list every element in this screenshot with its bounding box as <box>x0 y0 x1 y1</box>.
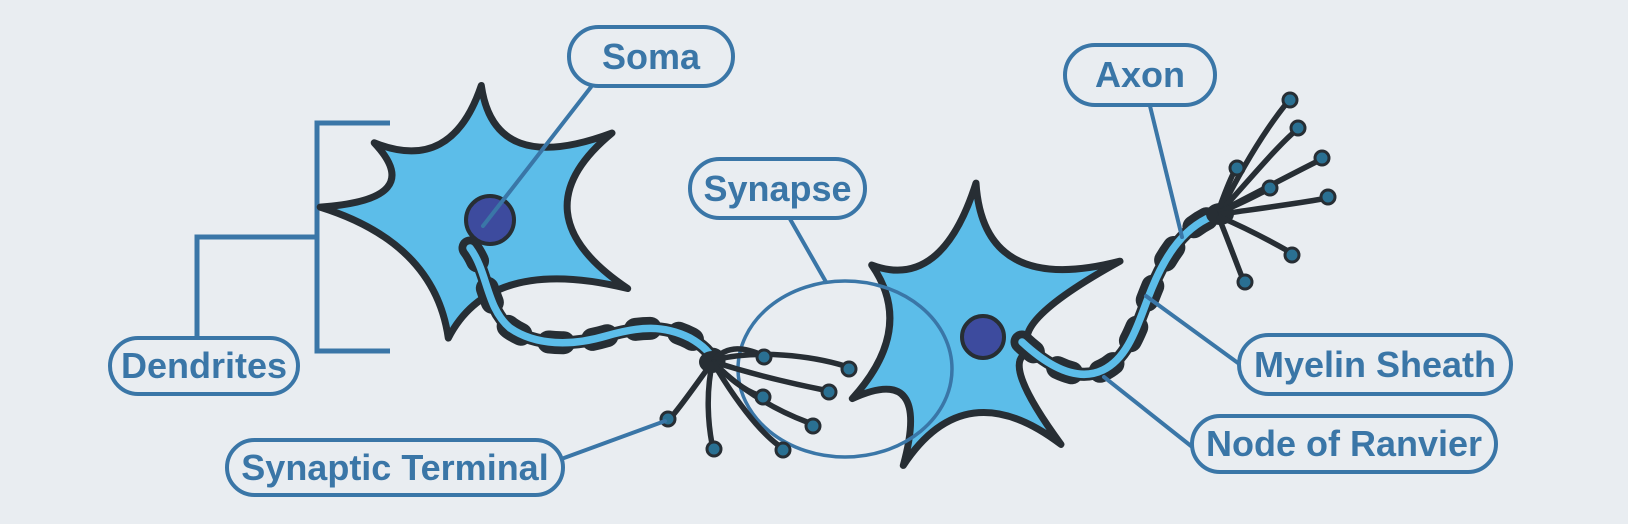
terminal-dot <box>754 388 772 406</box>
terminal-branch <box>711 351 848 369</box>
terminal-dot <box>774 441 792 459</box>
axon-1-core <box>466 244 718 365</box>
terminal-dot <box>840 360 858 378</box>
terminal-dot <box>1261 179 1279 197</box>
label-node-of-ranvier: Node of Ranvier <box>1190 414 1498 474</box>
label-soma: Soma <box>567 25 735 88</box>
node-of-ranvier-leader-line <box>1102 375 1193 448</box>
label-dendrites: Dendrites <box>108 336 300 396</box>
terminal-dot <box>820 383 838 401</box>
terminal-dot <box>804 417 822 435</box>
label-axon: Axon <box>1063 43 1217 107</box>
terminal-branch <box>711 359 827 393</box>
axon-2-core <box>1018 210 1222 378</box>
terminal-dot <box>1313 149 1331 167</box>
neuron-2-nucleus <box>960 314 1006 360</box>
terminal-dot <box>1319 188 1337 206</box>
terminal-branch <box>711 361 781 448</box>
synapse-leader-line <box>788 217 828 284</box>
terminal-dot <box>1228 159 1246 177</box>
terminal-branch <box>1216 215 1245 280</box>
dendrites-bracket <box>194 120 390 354</box>
terminal-dot <box>1236 273 1254 291</box>
terminal-branch <box>1218 196 1325 217</box>
axon-1 <box>458 236 726 373</box>
terminal-dot <box>705 440 723 458</box>
terminal-dot <box>755 348 773 366</box>
myelin-sheath-leader-line <box>1144 294 1240 365</box>
synaptic-terminal-leader-line <box>562 419 667 460</box>
label-synapse: Synapse <box>688 157 867 220</box>
terminal-branch <box>1217 101 1289 215</box>
axon-leader-line <box>1148 104 1184 239</box>
label-synaptic-terminal: Synaptic Terminal <box>225 438 565 497</box>
terminal-branch <box>705 362 715 447</box>
terminal-branch <box>1217 188 1268 215</box>
terminal-branch <box>670 361 714 418</box>
terminal-dot <box>1283 246 1301 264</box>
terminal-dot <box>1289 119 1307 137</box>
terminal-branch <box>1217 214 1291 254</box>
axon-2 <box>1010 202 1230 386</box>
soma-leader-line <box>481 85 593 228</box>
terminal-dot <box>659 410 677 428</box>
synaptic-terminal-2 <box>1206 91 1337 291</box>
terminal-branch <box>1217 130 1296 215</box>
synaptic-terminal-1 <box>659 346 858 459</box>
label-myelin-sheath: Myelin Sheath <box>1237 333 1513 396</box>
terminal-dot <box>1281 91 1299 109</box>
